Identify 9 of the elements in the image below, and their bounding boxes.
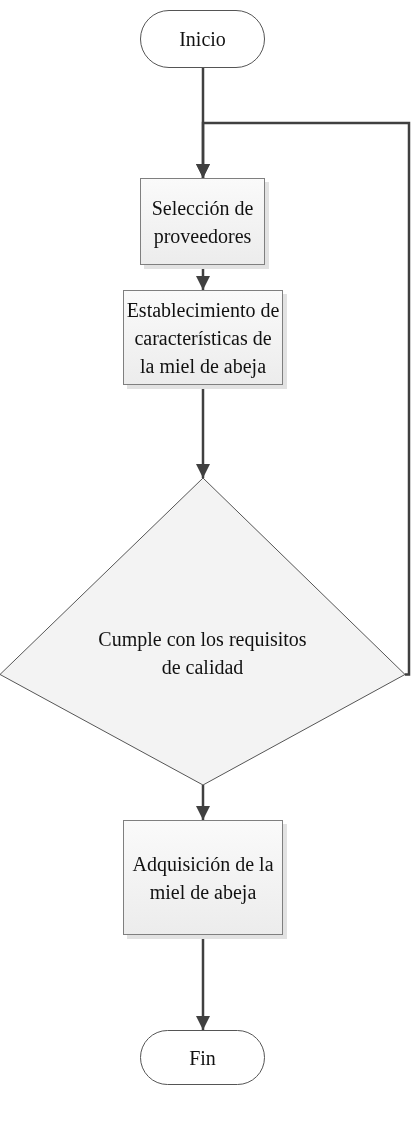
- arrow: [196, 121, 411, 676]
- node-label: Adquisición de la miel de abeja: [131, 851, 275, 906]
- node-label: Fin: [188, 1045, 217, 1071]
- node-label: Establecimiento de características de la miel de abeja: [125, 297, 281, 380]
- node-label: Inicio: [178, 27, 227, 52]
- node-label: Cumple con los requisitos de calidad: [97, 626, 308, 680]
- node-label: Selección de proveedores: [150, 195, 255, 250]
- decision-diamond: [0, 478, 405, 785]
- arrow: [196, 785, 210, 820]
